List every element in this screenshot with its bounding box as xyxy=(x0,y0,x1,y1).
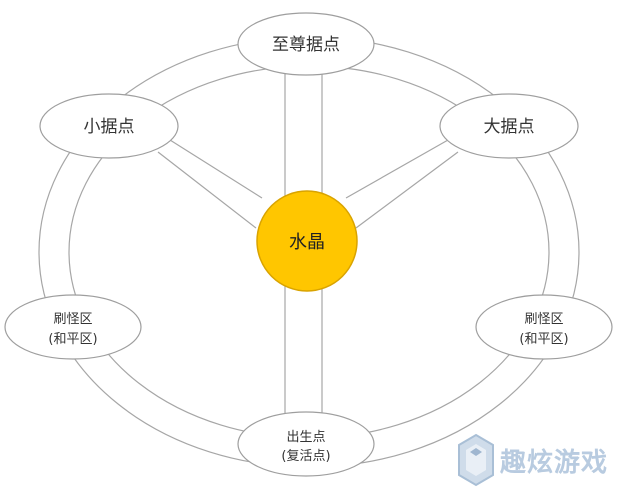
node-bottom: 出生点 (复活点) xyxy=(237,411,375,477)
core-crystal: 水晶 xyxy=(256,190,358,292)
spoke-roads xyxy=(157,70,459,420)
node-top-label: 至尊据点 xyxy=(272,35,340,55)
node-left-spawn-line1: 刷怪区 xyxy=(53,312,92,327)
hexagon-logo-icon xyxy=(458,433,494,487)
node-left-spawn-line2: (和平区) xyxy=(48,332,97,347)
node-bottom-line2: (复活点) xyxy=(281,449,330,464)
node-top: 至尊据点 xyxy=(237,12,375,76)
core-label: 水晶 xyxy=(289,232,325,253)
node-right: 大据点 xyxy=(439,93,579,159)
road-left-lower-edge xyxy=(157,151,257,229)
node-left-spawn: 刷怪区 (和平区) xyxy=(4,294,142,360)
node-left-label: 小据点 xyxy=(84,117,135,137)
road-left-upper-edge xyxy=(169,139,263,199)
node-left: 小据点 xyxy=(39,93,179,159)
watermark-text: 趣炫游戏 xyxy=(500,448,609,478)
node-right-spawn: 刷怪区 (和平区) xyxy=(475,294,613,360)
node-right-spawn-line2: (和平区) xyxy=(519,332,568,347)
node-right-spawn-line1: 刷怪区 xyxy=(524,312,563,327)
watermark: 趣炫游戏 xyxy=(456,432,622,488)
road-right-upper-edge xyxy=(345,139,449,199)
node-right-label: 大据点 xyxy=(484,117,535,137)
road-right-lower-edge xyxy=(355,151,459,229)
node-bottom-line1: 出生点 xyxy=(286,430,325,445)
